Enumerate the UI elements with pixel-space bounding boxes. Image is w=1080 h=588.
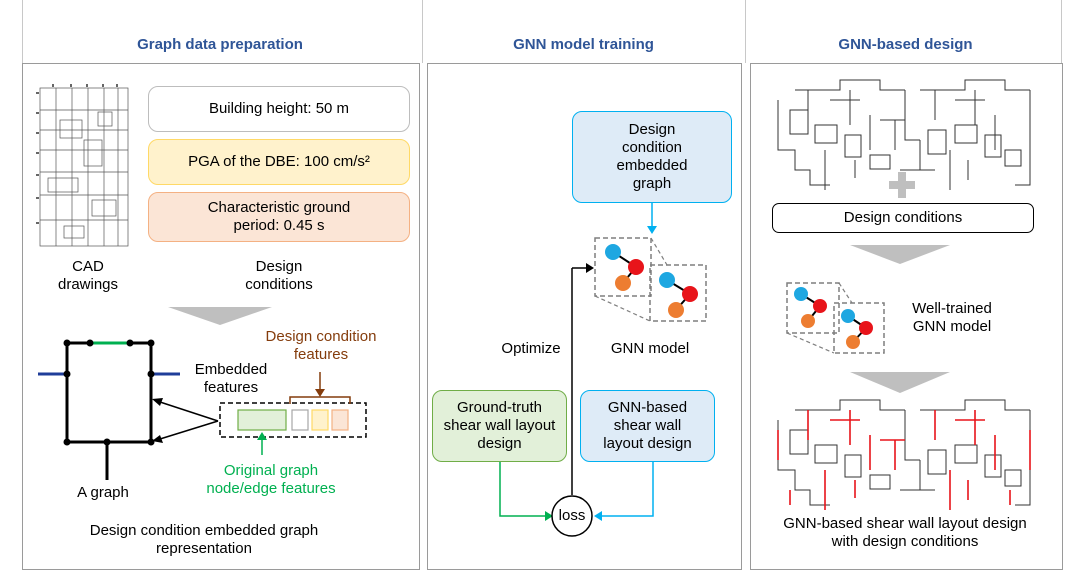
- original-features-label: Original graph node/edge features: [206, 462, 336, 497]
- a-graph-label: A graph: [77, 484, 129, 501]
- design-conditions-text: Design conditions: [843, 209, 963, 226]
- divider-mid: [422, 0, 423, 63]
- gnn-based-text: GNN-based shear wall layout design: [603, 399, 692, 452]
- building-height-box: Building height: 50 m: [148, 86, 410, 132]
- design-conditions-label: Design conditions: [245, 258, 313, 293]
- divider-mid2: [745, 0, 746, 63]
- well-trained-label: Well-trained GNN model: [912, 300, 992, 335]
- gnn-based-box: GNN-based shear wall layout design: [580, 390, 715, 462]
- embedded-graph-text: Design condition embedded graph: [616, 121, 688, 192]
- design-condition-features-label: Design condition features: [265, 328, 377, 363]
- pga-box: PGA of the DBE: 100 cm/s²: [148, 139, 410, 185]
- prep-caption: Design condition embedded graph represen…: [89, 522, 319, 557]
- divider-right: [1061, 0, 1062, 63]
- title-graph-data-preparation: Graph data preparation: [137, 36, 303, 53]
- cad-drawings-label: CAD drawings: [58, 258, 119, 293]
- optimize-label: Optimize: [501, 340, 561, 357]
- ground-truth-box: Ground-truth shear wall layout design: [432, 390, 567, 462]
- title-gnn-based-design: GNN-based design: [838, 36, 973, 53]
- gnn-model-label: GNN model: [610, 340, 690, 357]
- loss-label: loss: [558, 507, 586, 524]
- embedded-features-label: Embedded features: [194, 361, 268, 396]
- period-text: Characteristic ground period: 0.45 s: [207, 199, 351, 234]
- design-caption: GNN-based shear wall layout design with …: [783, 515, 1027, 550]
- ground-truth-text: Ground-truth shear wall layout design: [443, 399, 556, 452]
- design-conditions-box: Design conditions: [772, 203, 1034, 233]
- embedded-graph-box: Design condition embedded graph: [572, 111, 732, 203]
- period-box: Characteristic ground period: 0.45 s: [148, 192, 410, 242]
- building-height-text: Building height: 50 m: [208, 100, 350, 117]
- divider-left: [22, 0, 23, 63]
- pga-text: PGA of the DBE: 100 cm/s²: [188, 153, 370, 170]
- title-gnn-model-training: GNN model training: [513, 36, 654, 53]
